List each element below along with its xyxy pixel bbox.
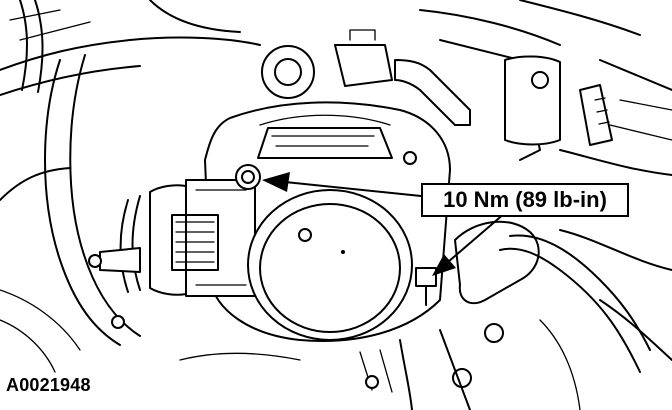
vacuum-hose	[111, 220, 651, 410]
upper-connector	[261, 29, 613, 161]
leader-arrows	[262, 172, 506, 276]
throttle-body	[88, 101, 451, 342]
arrow-head-bolt	[262, 172, 290, 192]
arrow-head-stud	[432, 254, 456, 276]
torque-callout: 10 Nm (89 lb-in)	[421, 183, 629, 217]
figure-id: A0021948	[6, 375, 91, 395]
